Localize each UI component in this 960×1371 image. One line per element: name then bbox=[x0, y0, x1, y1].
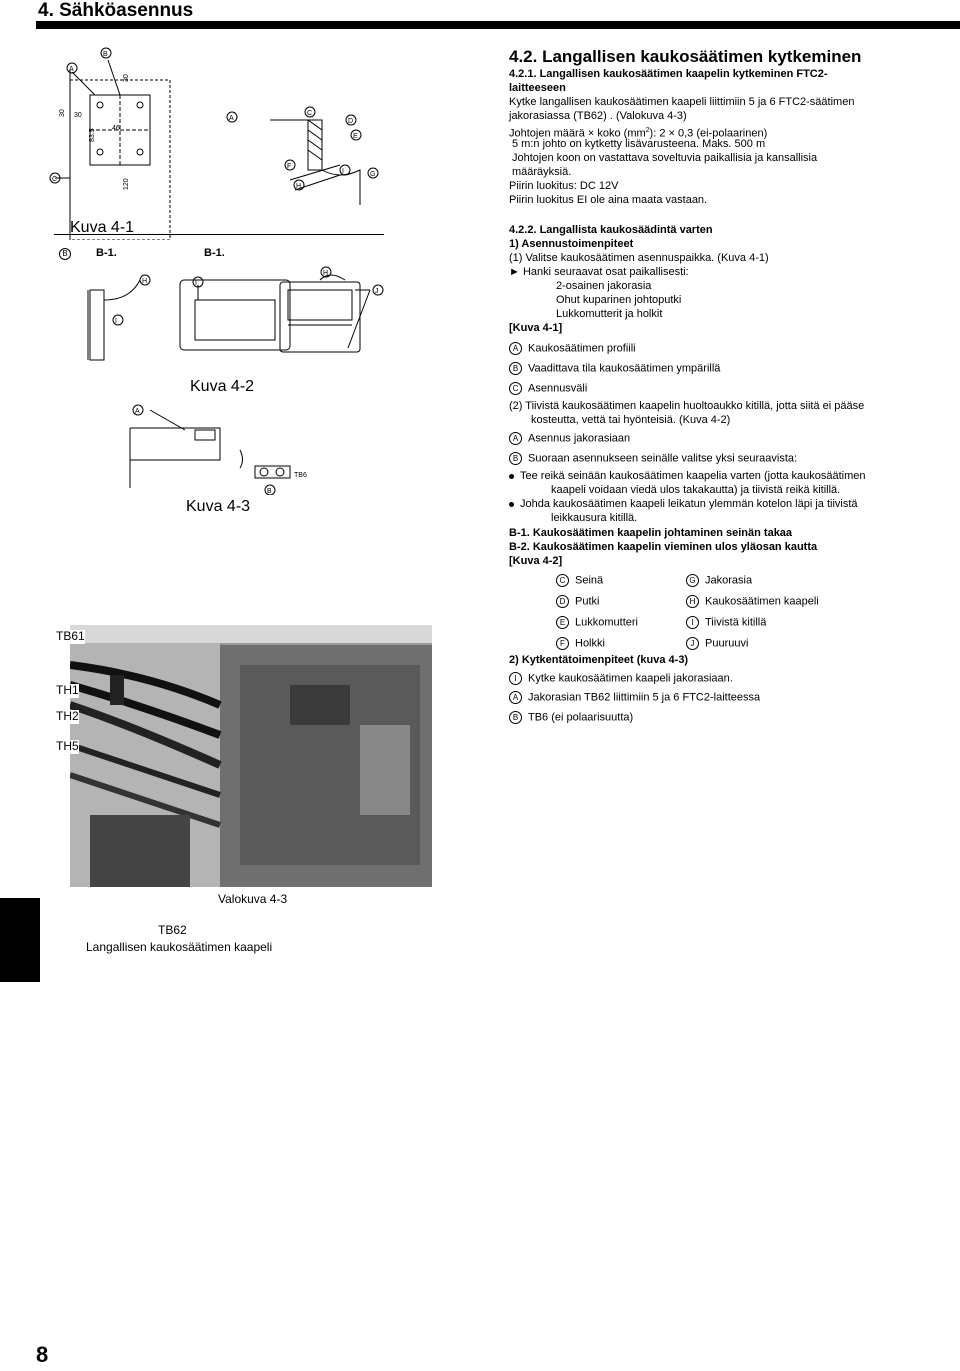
bullet-2a: Johda kaukosäätimen kaapeli leikatun yle… bbox=[509, 498, 858, 512]
heading-4-2-1-a: 4.2.1. Langallisen kaukosäätimen kaapeli… bbox=[509, 68, 828, 80]
label-f-icon: F bbox=[287, 163, 291, 170]
figure-divider bbox=[54, 234, 384, 236]
label-h2-icon: H bbox=[142, 278, 147, 285]
tb6-label: TB6 bbox=[294, 472, 307, 479]
figure-4-1-drawing: 30 30 30 46 83.5 120 A B C A C D E F G H… bbox=[49, 47, 379, 240]
bullet-icon bbox=[509, 473, 514, 479]
label-th2: TH2 bbox=[56, 709, 79, 724]
para-line-2: jakorasiassa (TB62) . (Valokuva 4-3) bbox=[509, 110, 687, 122]
para-line-6: määräyksiä. bbox=[512, 166, 572, 178]
b1-line: B-1. Kaukosäätimen kaapelin johtaminen s… bbox=[509, 527, 793, 539]
section-title: 4. Sähköasennus bbox=[38, 0, 194, 21]
header-rule bbox=[36, 21, 960, 29]
letter-a2-icon: A bbox=[509, 432, 522, 445]
label-h-icon: H bbox=[296, 183, 301, 190]
dim-30-c: 30 bbox=[74, 112, 82, 119]
label-i-icon: I bbox=[342, 168, 344, 175]
caption-kuva-4-3: Kuva 4-3 bbox=[186, 498, 251, 515]
heading-4-2-2: 4.2.2. Langallista kaukosäädintä varten bbox=[509, 224, 713, 236]
bullet-icon bbox=[509, 501, 514, 507]
label-i3-icon: I bbox=[195, 280, 197, 287]
page-number: 8 bbox=[36, 1342, 49, 1367]
dim-83-5: 83.5 bbox=[89, 128, 96, 142]
caption-valokuva-4-3: Valokuva 4-3 bbox=[218, 892, 288, 906]
label-b1-left: B-1. bbox=[96, 247, 117, 259]
letter-a-icon: A bbox=[509, 342, 522, 355]
label-h3-icon: H bbox=[323, 270, 328, 277]
dim-30-b: 30 bbox=[123, 74, 130, 82]
label-c2-icon: C bbox=[307, 110, 312, 117]
bullet-1b: kaapeli voidaan viedä ulos takakautta) j… bbox=[551, 484, 841, 496]
caption-kuva-4-1: Kuva 4-1 bbox=[70, 219, 135, 236]
dim-30-a: 30 bbox=[59, 109, 66, 117]
label-a3-icon: A bbox=[135, 408, 140, 415]
label-remote-cable: Langallisen kaukosäätimen kaapeli bbox=[86, 940, 273, 954]
label-th1: TH1 bbox=[56, 683, 79, 698]
label-a2-icon: A bbox=[229, 115, 234, 122]
label-th5: TH5 bbox=[56, 739, 79, 754]
ref-kuva-4-1: [Kuva 4-1] bbox=[509, 322, 563, 334]
letter-b2-icon: B bbox=[509, 452, 522, 465]
label-b3-icon: B bbox=[267, 488, 272, 495]
figure-4-2-drawing: H I I H J bbox=[87, 266, 384, 361]
para-line-3: Johtojen määrä × koko (mm2): 2 × 0,3 (ei… bbox=[509, 127, 768, 140]
b2-line: B-2. Kaukosäätimen kaapelin vieminen ulo… bbox=[509, 541, 818, 553]
label-g-icon: G bbox=[370, 171, 375, 178]
figure-4-3-drawing: A B TB6 bbox=[129, 404, 307, 495]
para-line-5: Johtojen koon on vastattava soveltuvia p… bbox=[512, 152, 818, 164]
label-tb61: TB61 bbox=[56, 629, 85, 644]
ref-kuva-4-2: [Kuva 4-2] bbox=[509, 555, 563, 567]
circuit-board-photo bbox=[70, 625, 432, 887]
dim-120: 120 bbox=[123, 178, 130, 190]
item-5: Lukkomutterit ja holkit bbox=[556, 308, 663, 320]
item-4: Ohut kuparinen johtoputki bbox=[556, 294, 682, 306]
label-tb62: TB62 bbox=[158, 923, 187, 937]
caption-kuva-4-2: Kuva 4-2 bbox=[190, 378, 255, 395]
label-i2-icon: I bbox=[115, 318, 117, 325]
heading-step-2: 2) Kytkentätoimenpiteet (kuva 4-3) bbox=[509, 654, 689, 666]
bullet-2b: leikkausura kitillä. bbox=[551, 512, 638, 524]
para-line-7: Piirin luokitus: DC 12V bbox=[509, 180, 619, 192]
item-6: (2) Tiivistä kaukosäätimen kaapelin huol… bbox=[509, 400, 865, 412]
letter-c-icon: C bbox=[509, 382, 522, 395]
para-line-1: Kytke langallisen kaukosäätimen kaapeli … bbox=[509, 96, 855, 108]
item-3: 2-osainen jakorasia bbox=[556, 280, 652, 292]
item-2: ► Hanki seuraavat osat paikallisesti: bbox=[509, 266, 689, 278]
bullet-1a: Tee reikä seinään kaukosäätimen kaapelia… bbox=[509, 470, 865, 484]
heading-4-2-1-b: laitteeseen bbox=[509, 82, 566, 94]
label-e-icon: E bbox=[353, 133, 358, 140]
letter-b-icon: B bbox=[509, 362, 522, 375]
label-d-icon: D bbox=[348, 118, 353, 125]
label-c-icon: C bbox=[52, 176, 57, 183]
para-line-8: Piirin luokitus EI ole aina maata vastaa… bbox=[509, 194, 708, 206]
label-a-icon: A bbox=[69, 66, 74, 73]
heading-4-2: 4.2. Langallisen kaukosäätimen kytkemine… bbox=[509, 47, 862, 66]
heading-step-1: 1) Asennustoimenpiteet bbox=[509, 238, 634, 250]
label-b-icon: B bbox=[103, 51, 108, 58]
label-j-icon: J bbox=[375, 288, 379, 295]
para-line-4: 5 m:n johto on kytketty lisävarusteena. … bbox=[512, 138, 766, 150]
label-b1-right: B-1. bbox=[204, 247, 225, 259]
sidebar-tab bbox=[0, 898, 40, 982]
label-b-circle-icon: B bbox=[59, 248, 77, 260]
dim-46: 46 bbox=[112, 125, 120, 132]
item-7: kosteutta, vettä tai hyönteisiä. (Kuva 4… bbox=[531, 414, 731, 426]
item-1: (1) Valitse kaukosäätimen asennuspaikka.… bbox=[509, 252, 769, 264]
